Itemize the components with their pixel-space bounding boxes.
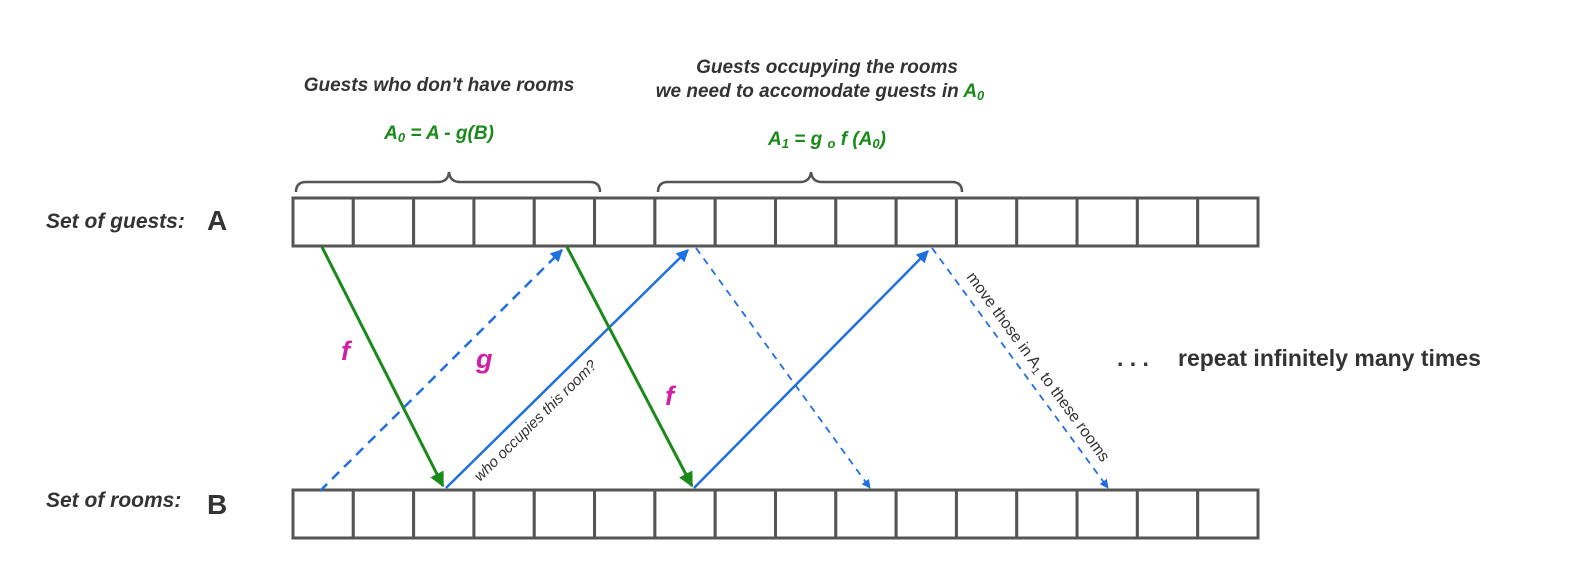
room-cell — [593, 488, 657, 540]
note-move-suffix: to these rooms — [1034, 366, 1113, 465]
guest-cell — [1196, 196, 1260, 248]
guest-cell — [653, 196, 717, 248]
repeat-ellipsis: . . . — [1117, 345, 1149, 371]
caption-guests-occupying-line1: Guests occupying the rooms — [696, 57, 958, 78]
arrow-g-second — [693, 250, 929, 489]
label-g: g — [475, 344, 493, 374]
repeat-caption: repeat infinitely many times — [1178, 345, 1481, 371]
formula-a0-rest: = A - g(B) — [405, 123, 494, 144]
guest-cell — [351, 196, 416, 248]
room-cell — [351, 488, 416, 540]
guest-cell — [593, 196, 657, 248]
room-cell — [834, 488, 898, 540]
caption-guests-without-rooms: Guests who don't have rooms — [304, 75, 575, 96]
arrow-g-who-occupies — [445, 249, 689, 489]
arrow-move-2 — [931, 247, 1109, 489]
caption-guests-occupying-line2: we need to accomodate guests in A0 — [656, 81, 985, 103]
room-cell — [774, 488, 838, 540]
guest-cells-row — [291, 196, 1260, 248]
caption-line2-set: A — [962, 81, 977, 102]
room-cell — [532, 488, 597, 540]
room-cell — [894, 488, 958, 540]
room-cells-row — [291, 488, 1260, 540]
formula-a1-inner-subscript: 0 — [872, 136, 880, 151]
room-cell — [954, 488, 1019, 540]
row-letter-a: A — [207, 205, 227, 236]
guest-cell — [834, 196, 898, 248]
guest-cell — [774, 196, 838, 248]
room-cell — [1075, 488, 1139, 540]
guest-cell — [1135, 196, 1200, 248]
guest-cell — [472, 196, 536, 248]
guest-cell — [894, 196, 958, 248]
arrow-g-dashed — [319, 249, 563, 492]
formula-a1: A1 = g o f (A0) — [767, 129, 886, 151]
note-move-prefix: move those in A — [963, 269, 1044, 371]
arrow-f-1 — [320, 246, 445, 488]
room-cell — [653, 488, 717, 540]
row-label-rooms: Set of rooms: — [46, 489, 181, 512]
guest-cell — [954, 196, 1019, 248]
formula-a0-set: A — [383, 123, 398, 144]
row-letter-b: B — [207, 489, 227, 520]
arrow-move-1 — [695, 247, 871, 489]
formula-a0-subscript: 0 — [398, 130, 406, 145]
room-cell — [291, 488, 355, 540]
formula-a1-subscript: 1 — [782, 136, 789, 151]
guest-cell — [1015, 196, 1079, 248]
row-label-guests: Set of guests: — [46, 210, 185, 233]
guest-cell — [1075, 196, 1139, 248]
formula-a1-eq: = g — [789, 129, 828, 150]
formula-a1-set: A — [767, 129, 782, 150]
note-who-occupies: who occupies this room? — [471, 357, 601, 485]
guest-cell — [713, 196, 778, 248]
formula-a0: A0 = A - g(B) — [383, 123, 494, 145]
formula-a1-f: f (A — [835, 129, 872, 150]
room-cell — [472, 488, 536, 540]
brace-a0 — [294, 171, 602, 193]
formula-a1-close: ) — [878, 129, 886, 150]
note-move-those: move those in A1 to these rooms — [961, 269, 1112, 466]
guest-cell — [532, 196, 597, 248]
guest-cell — [291, 196, 355, 248]
caption-line2-prefix: we need to accomodate guests in — [656, 81, 964, 102]
room-cell — [1196, 488, 1260, 540]
brace-a1 — [656, 171, 964, 193]
room-cell — [1015, 488, 1079, 540]
label-f-1: f — [341, 336, 353, 366]
label-f-2: f — [665, 381, 677, 411]
room-cell — [412, 488, 476, 540]
arrow-f-2 — [565, 246, 694, 488]
guest-cell — [412, 196, 476, 248]
caption-line2-subscript: 0 — [977, 88, 985, 103]
room-cell — [1135, 488, 1200, 540]
room-cell — [713, 488, 778, 540]
formula-a1-compose: o — [828, 136, 836, 151]
